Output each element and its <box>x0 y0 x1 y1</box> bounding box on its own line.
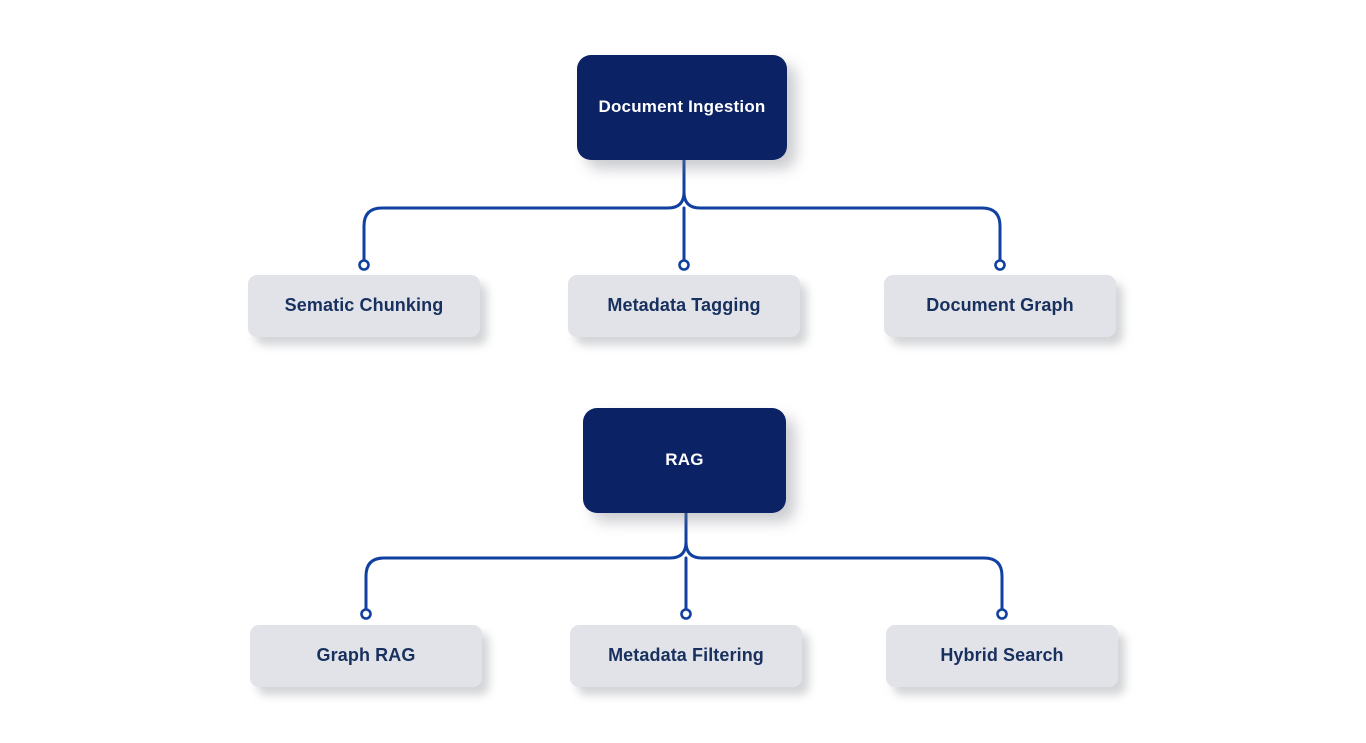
edge-endpoint-metadata-tagging <box>678 259 690 271</box>
node-document-graph[interactable]: Document Graph <box>884 275 1116 337</box>
node-label-hybrid-search: Hybrid Search <box>940 645 1064 666</box>
node-label-metadata-filtering: Metadata Filtering <box>608 645 764 666</box>
node-label-sematic-chunking: Sematic Chunking <box>284 295 444 316</box>
node-label-document-graph: Document Graph <box>926 295 1074 316</box>
edge-endpoint-hybrid-search <box>996 608 1008 620</box>
edge-trunk-rag <box>668 511 688 560</box>
edge-trunk-ingestion <box>666 158 686 210</box>
node-label-graph-rag: Graph RAG <box>316 645 416 666</box>
edge-rag-to-hybrid-search <box>700 556 1004 613</box>
edge-endpoint-document-graph <box>994 259 1006 271</box>
node-label-rag: RAG <box>665 450 704 470</box>
node-document-ingestion[interactable]: Document Ingestion <box>577 55 787 160</box>
edge-endpoint-sematic-chunking <box>358 259 370 271</box>
node-sematic-chunking[interactable]: Sematic Chunking <box>248 275 480 337</box>
edge-endpoint-graph-rag <box>360 608 372 620</box>
node-hybrid-search[interactable]: Hybrid Search <box>886 625 1118 687</box>
node-metadata-filtering[interactable]: Metadata Filtering <box>570 625 802 687</box>
edge-endpoint-metadata-filtering <box>680 608 692 620</box>
node-rag[interactable]: RAG <box>583 408 786 513</box>
edge-rag-to-graph-rag <box>364 556 672 613</box>
edge-ingestion-to-document-graph <box>698 206 1002 264</box>
node-label-document-ingestion: Document Ingestion <box>598 97 766 117</box>
edge-group-ingestion <box>358 158 1006 271</box>
node-graph-rag[interactable]: Graph RAG <box>250 625 482 687</box>
edge-trunk-ingestion-right <box>682 190 702 210</box>
edge-ingestion-to-sematic-chunking <box>362 206 670 264</box>
edge-group-rag <box>360 511 1008 620</box>
node-label-metadata-tagging: Metadata Tagging <box>607 295 761 316</box>
edge-trunk-rag-right <box>684 540 704 560</box>
node-metadata-tagging[interactable]: Metadata Tagging <box>568 275 800 337</box>
